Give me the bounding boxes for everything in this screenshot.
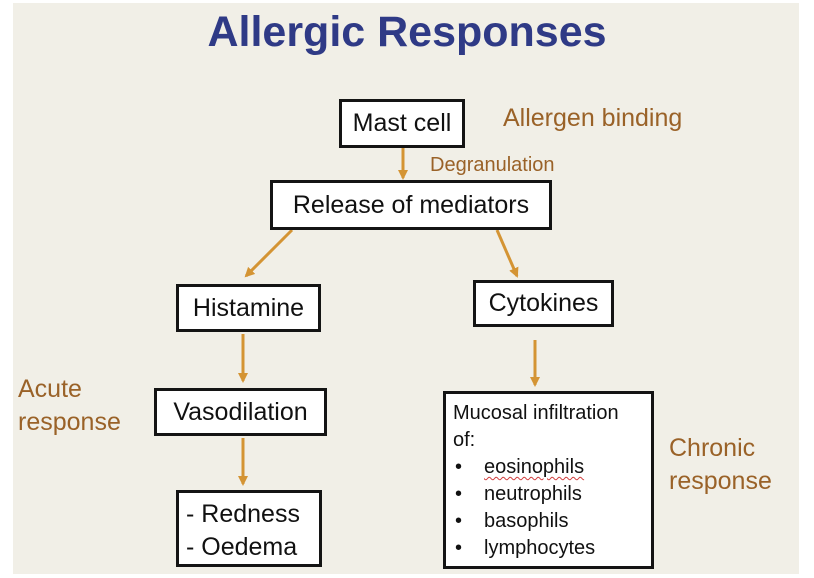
node-mast-cell-label: Mast cell: [352, 109, 452, 137]
list-item: lymphocytes: [453, 535, 651, 562]
arrow-release-to-cytokines: [495, 229, 519, 278]
node-vasodilation-label: Vasodilation: [173, 397, 308, 426]
label-allergen-binding: Allergen binding: [503, 104, 683, 132]
node-release-of-mediators: Release of mediators: [270, 180, 552, 230]
node-release-label: Release of mediators: [292, 190, 530, 219]
node-effects: - Redness - Oedema: [176, 490, 322, 567]
node-cytokines-label: Cytokines: [488, 289, 599, 317]
node-mucosal-infiltration: Mucosal infiltration of: eosinophils neu…: [443, 391, 654, 569]
cell-lymphocytes: lymphocytes: [484, 537, 596, 559]
list-item: neutrophils: [453, 481, 651, 508]
cell-list: eosinophils neutrophils basophils lympho…: [453, 454, 651, 562]
page-title: Allergic Responses: [207, 8, 607, 56]
slide-background: [13, 3, 799, 574]
cell-basophils: basophils: [484, 510, 569, 532]
node-cytokines: Cytokines: [473, 280, 614, 327]
cell-neutrophils: neutrophils: [484, 483, 582, 505]
node-histamine: Histamine: [176, 284, 321, 332]
effect-redness: - Redness: [186, 500, 300, 528]
effect-oedema: - Oedema: [186, 533, 298, 561]
label-acute-response: Acute response: [18, 375, 121, 436]
infiltration-heading: Mucosal infiltration of:: [453, 402, 619, 451]
label-degranulation: Degranulation: [430, 154, 555, 176]
node-histamine-label: Histamine: [192, 293, 305, 322]
list-item: eosinophils: [453, 454, 651, 481]
arrow-release-to-histamine: [244, 228, 294, 278]
node-vasodilation: Vasodilation: [154, 388, 327, 436]
cell-eosinophils: eosinophils: [484, 456, 585, 478]
node-mast-cell: Mast cell: [339, 99, 465, 148]
label-chronic-response: Chronic response: [669, 434, 772, 495]
list-item: basophils: [453, 508, 651, 535]
